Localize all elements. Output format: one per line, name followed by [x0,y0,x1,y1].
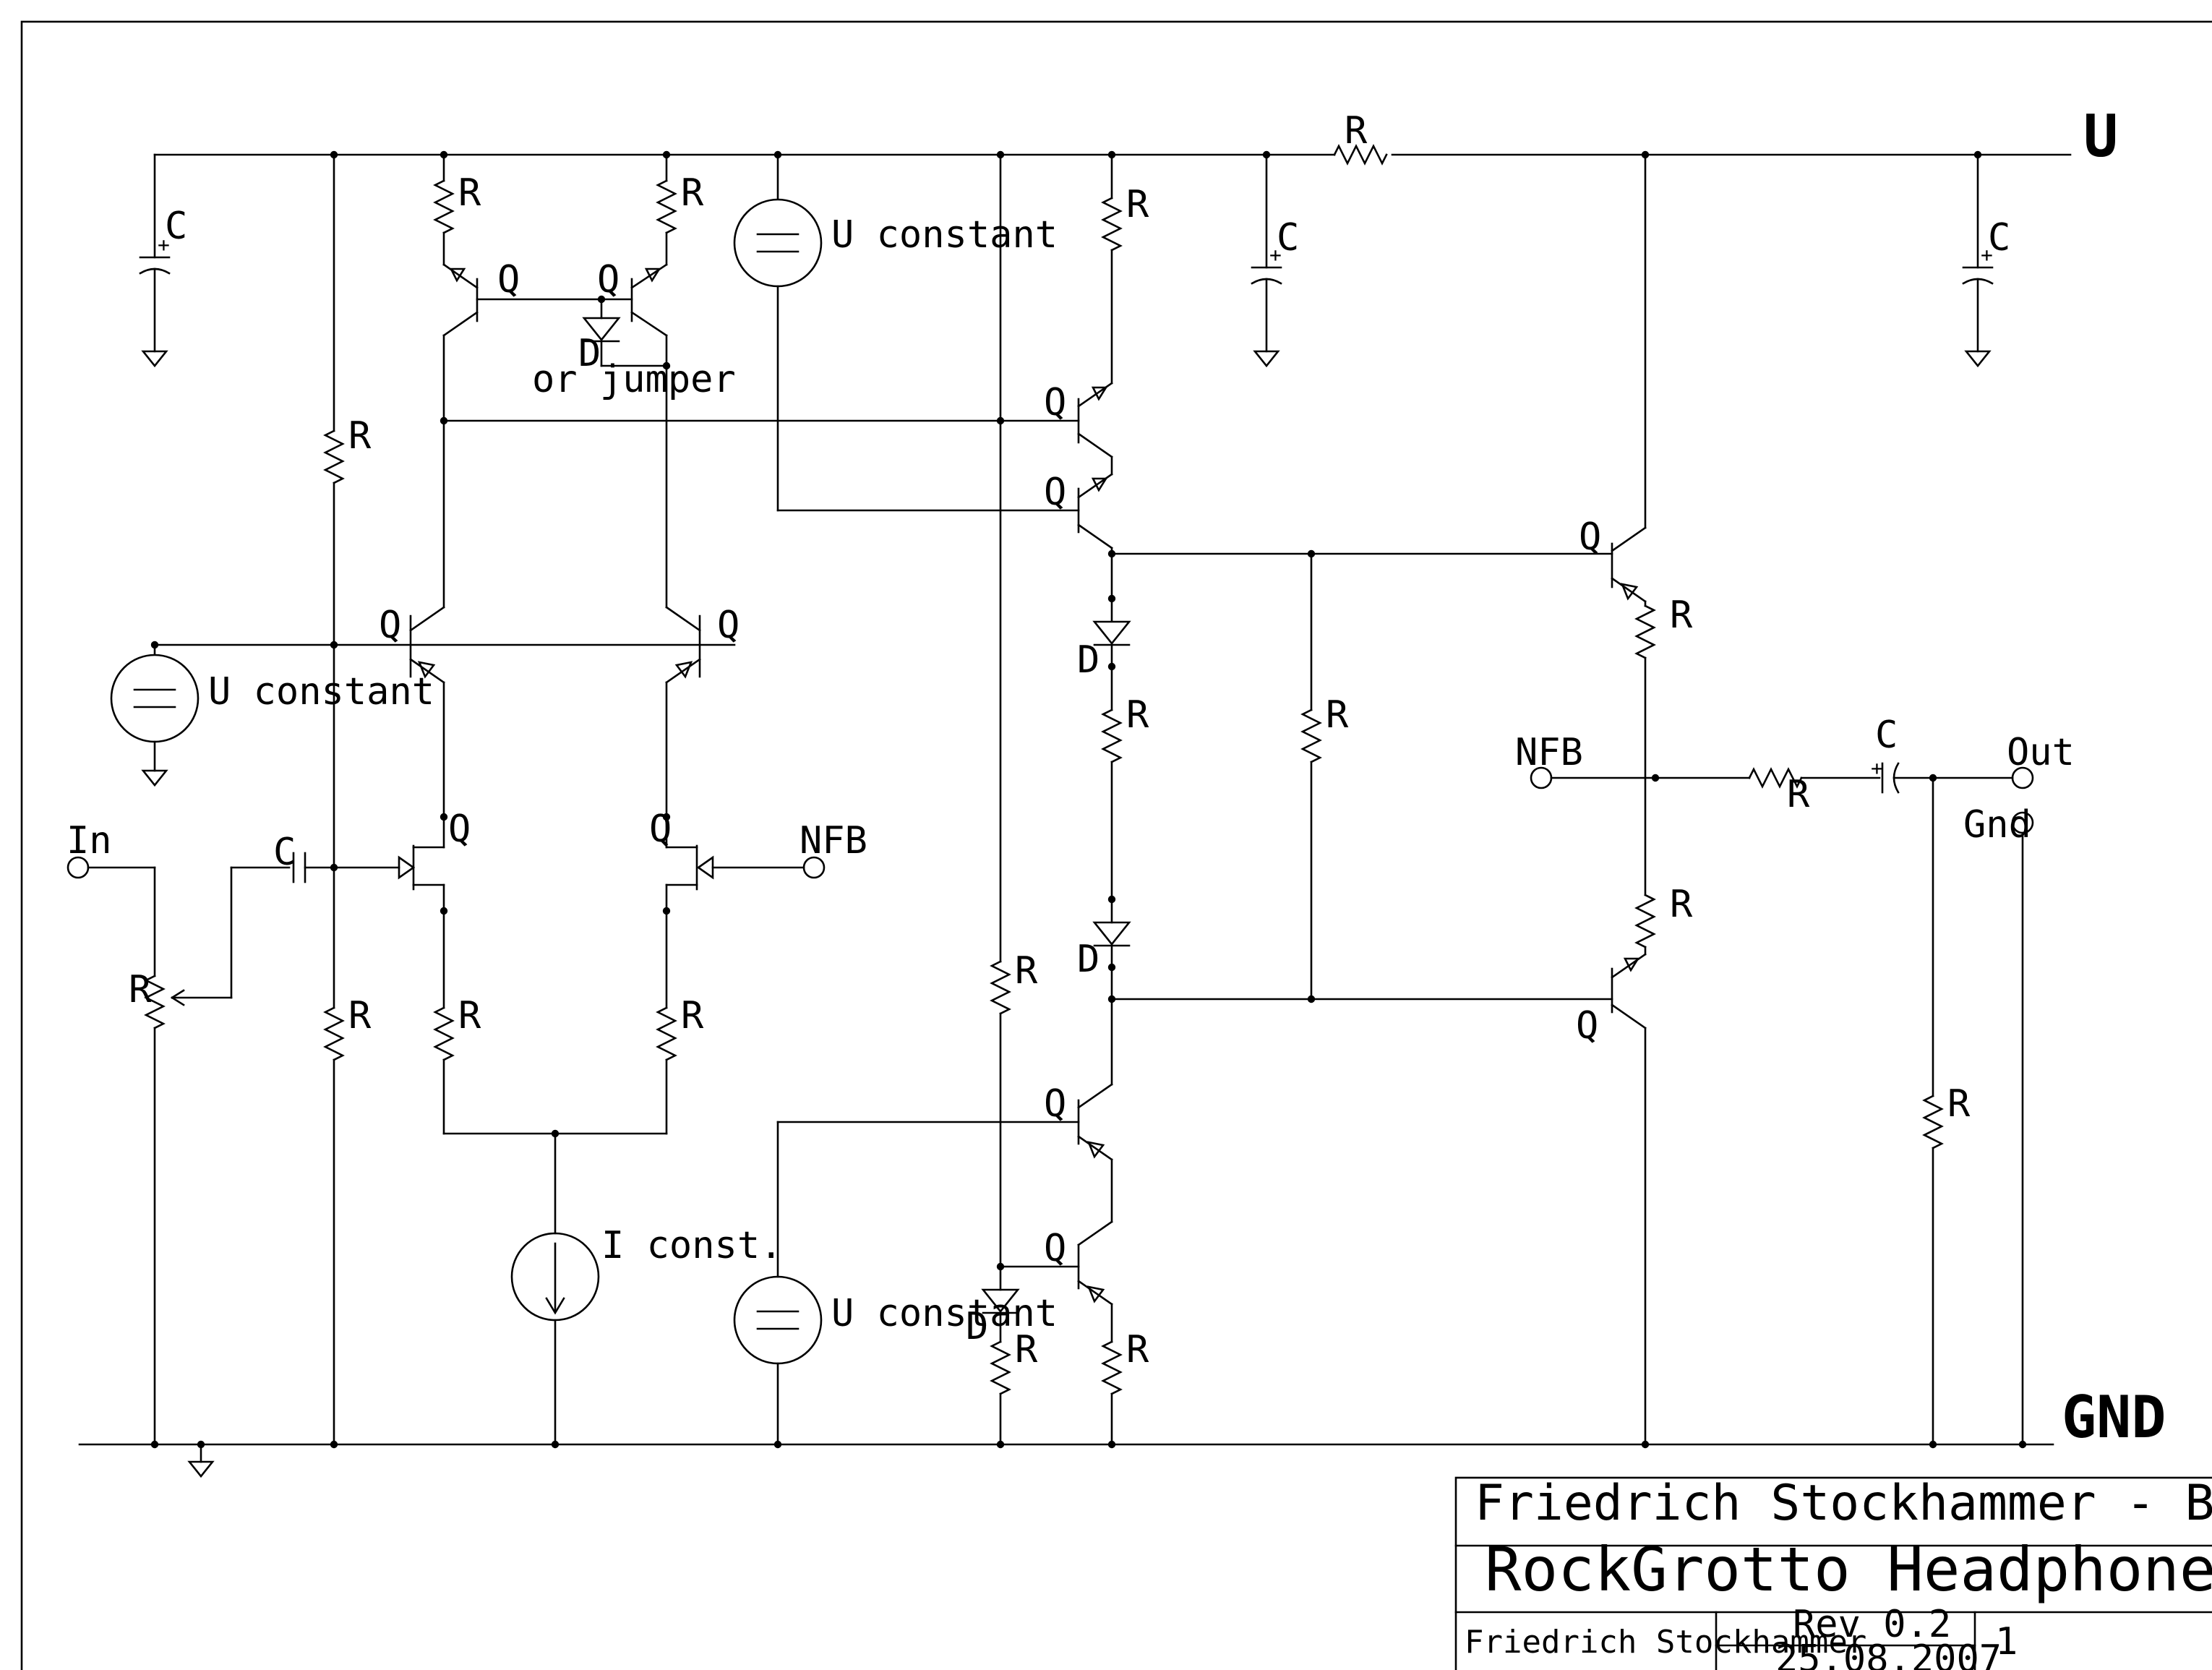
supply-cap-left [139,153,171,368]
label-r: R [348,414,372,458]
input-bias-divider [323,153,345,1446]
label-gnd-rail: GND [2062,1384,2166,1451]
label-q: Q [1044,1082,1066,1126]
current-mirror [433,153,677,609]
label-r: R [1326,693,1349,737]
label-q: Q [717,604,740,647]
title-block: Friedrich Stockhammer - Blue Danube DIY … [1465,1475,2212,1670]
title-block-author: Friedrich Stockhammer [1465,1624,1866,1661]
label-r: R [458,994,481,1037]
label-c: C [273,831,296,874]
label-q: Q [649,808,672,851]
label-u-rail: U [2083,103,2118,170]
label-r: R [1787,773,1810,816]
label-nfb: NFB [800,819,867,862]
label-q: Q [1576,1004,1598,1048]
voltage-reference-bottom [733,1121,1080,1446]
label-r: R [348,994,372,1037]
title-block-title: RockGrotto Headphone Amp suggestions [1485,1534,2212,1605]
differential-pair [409,606,701,818]
label-r: R [1015,1328,1038,1371]
label-u-constant: U constant [831,1292,1058,1335]
label-gnd-terminal: Gnd [1963,803,2031,847]
title-block-revision: Rev 0.2 [1793,1603,1951,1646]
label-r: R [1670,883,1693,926]
voltage-reference-top [733,153,1080,512]
label-c: C [1988,216,2010,260]
supply-cap-right [1962,153,1994,368]
label-d: D [578,332,601,375]
label-u-constant: U constant [208,670,434,714]
output-network [1530,762,2034,1446]
supply-cap-middle [1251,153,1282,368]
label-or-jumper: or jumper [532,358,736,401]
output-stage [1611,153,1656,1446]
title-block-sheet: 1 [1995,1620,2018,1663]
bias-string [442,153,1080,1446]
label-r: R [1015,949,1038,993]
label-r: R [1126,693,1149,737]
label-q: Q [1579,515,1601,559]
label-q: Q [448,808,471,851]
label-c: C [165,205,187,248]
label-q: Q [1044,381,1066,424]
label-r: R [1126,183,1149,226]
voltage-reference-left [110,643,736,787]
current-source [510,1132,600,1446]
component-labels: R R R R R R R R R R R R R R R R R R C C … [67,103,2166,1451]
label-d: D [966,1305,988,1348]
label-r: R [129,968,152,1011]
label-d: D [1077,638,1099,682]
label-u-constant: U constant [831,213,1058,257]
label-r: R [458,171,481,215]
label-r: R [681,994,704,1037]
label-q: Q [497,258,520,301]
vas-lower [1077,1083,1123,1446]
label-d: D [1077,938,1099,981]
label-r: R [1670,594,1693,637]
label-q: Q [597,258,620,301]
label-r: R [1126,1328,1149,1371]
label-q: Q [1044,471,1066,514]
label-q: Q [1044,1227,1066,1270]
title-block-date: 25.08.2007 [1775,1637,2002,1670]
supply-rail [153,144,2072,166]
jfet-pair [412,815,826,1135]
sheet-border [20,20,2212,1670]
vas-upper [1077,153,1613,622]
input-network [67,852,416,1478]
label-out: Out [2007,731,2075,774]
label-plus: + [1871,756,1883,780]
label-r: R [681,171,704,215]
junction-dots [150,150,2027,1449]
label-q: Q [379,604,401,647]
label-c: C [1875,714,1898,757]
title-block-frame [1454,1476,2212,1670]
title-block-company: Friedrich Stockhammer - Blue Danube DIY … [1475,1475,2212,1532]
label-i-const: I const. [601,1224,782,1267]
label-c: C [1277,216,1299,260]
label-r: R [1947,1082,1971,1126]
label-plus: + [1269,243,1282,267]
bias-diodes [1092,552,1613,1086]
label-plus: + [158,233,170,257]
label-plus: + [1981,243,1993,267]
label-r: R [1345,109,1368,153]
label-in: In [67,819,112,862]
label-nfb: NFB [1515,731,1583,774]
